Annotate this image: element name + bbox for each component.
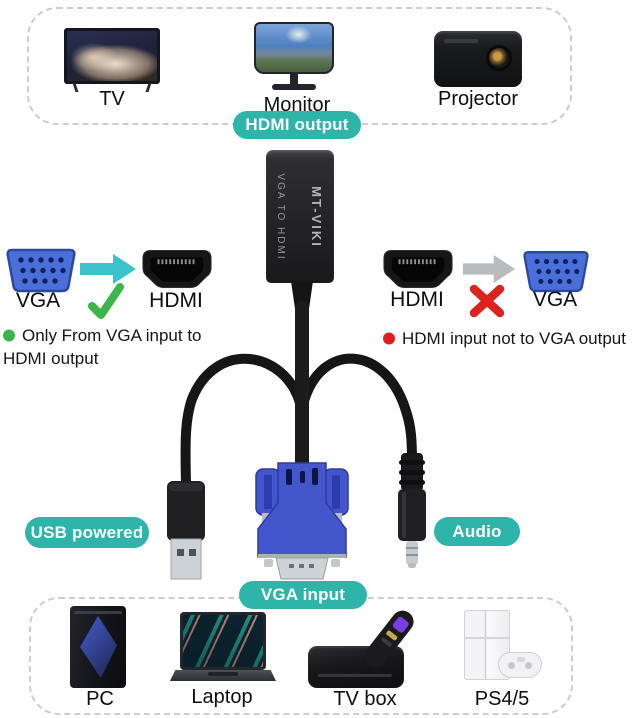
- audio-badge: Audio: [434, 517, 520, 546]
- tv-image: [64, 28, 160, 92]
- projector-image: [434, 31, 522, 87]
- pc-image: [70, 606, 126, 688]
- tvbox-label: TV box: [333, 688, 397, 710]
- adapter-body: VGA TO HDMI MT-VIKI: [266, 150, 334, 283]
- usb-powered-badge: USB powered: [25, 517, 149, 548]
- hdmi-port-icon-right: [383, 250, 453, 288]
- red-bullet-icon: [383, 332, 395, 345]
- green-bullet-icon: [3, 329, 15, 342]
- monitor-label: Monitor: [263, 94, 331, 116]
- hdmi-output-badge: HDMI output: [233, 111, 361, 139]
- vga-label-right: VGA: [532, 288, 578, 311]
- ps4-image: [458, 610, 546, 684]
- adapter-brand-text: MT-VIKI: [309, 185, 324, 248]
- arrow-right-teal-icon: [80, 254, 136, 284]
- laptop-image: [170, 612, 276, 684]
- allowed-note: Only From VGA input to HDMI output: [3, 326, 202, 368]
- vga-input-badge: VGA input: [239, 581, 367, 609]
- pc-label: PC: [86, 688, 114, 710]
- tv-label: TV: [99, 88, 125, 110]
- arrow-right-gray-icon: [462, 255, 516, 283]
- adapter-model-text: VGA TO HDMI: [275, 172, 286, 261]
- ps4-label: PS4/5: [474, 688, 530, 710]
- blocked-note: HDMI input not to VGA output: [383, 327, 639, 350]
- tvbox-image: [306, 606, 430, 690]
- hdmi-label-right: HDMI: [390, 288, 444, 311]
- hdmi-port-icon-left: [142, 250, 212, 288]
- cross-icon: [469, 284, 505, 318]
- audio-jack: [398, 453, 426, 568]
- projector-label: Projector: [437, 88, 519, 110]
- cable-assembly: [167, 281, 426, 580]
- monitor-image: [254, 22, 334, 92]
- check-icon: [88, 283, 124, 319]
- vga-port-icon: [6, 248, 76, 293]
- hdmi-label-left: HDMI: [149, 289, 203, 312]
- laptop-label: Laptop: [191, 686, 253, 708]
- vga-label-left: VGA: [15, 289, 61, 312]
- vga-port-icon-right: [523, 250, 589, 293]
- vga-plug: [255, 462, 349, 580]
- usb-plug: [167, 481, 205, 580]
